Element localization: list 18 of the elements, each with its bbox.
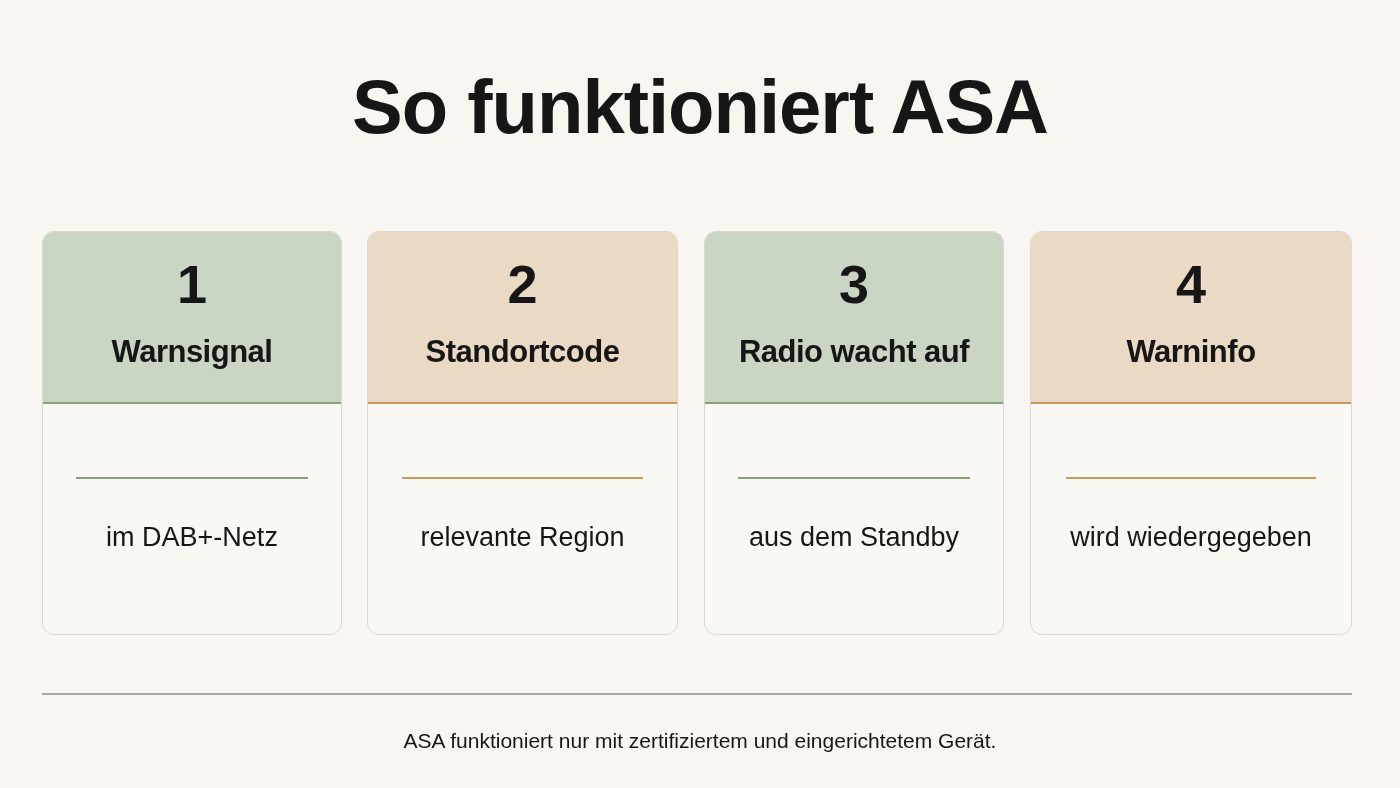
footnote: ASA funktioniert nur mit zertifiziertem und eingerichtetem Gerät. <box>402 728 998 754</box>
step-title: Warninfo <box>1125 333 1257 371</box>
step-title: Radio wacht auf <box>737 333 971 371</box>
step-card <box>704 231 1004 635</box>
step-title: Standortcode <box>424 333 621 371</box>
step-description: relevante Region <box>419 521 626 554</box>
step-card <box>42 231 342 635</box>
step-description: aus dem Standby <box>747 521 961 554</box>
step-title: Warnsignal <box>110 333 274 371</box>
step-card <box>367 231 678 635</box>
step-number: 2 <box>506 253 539 316</box>
step-description: im DAB+-Netz <box>105 521 279 554</box>
step-number: 3 <box>837 253 870 316</box>
step-description: wird wiedergegeben <box>1069 521 1313 554</box>
step-card <box>1030 231 1352 635</box>
step-number: 4 <box>1174 253 1207 316</box>
title: So funktioniert ASA <box>351 63 1049 151</box>
step-number: 1 <box>175 253 208 316</box>
